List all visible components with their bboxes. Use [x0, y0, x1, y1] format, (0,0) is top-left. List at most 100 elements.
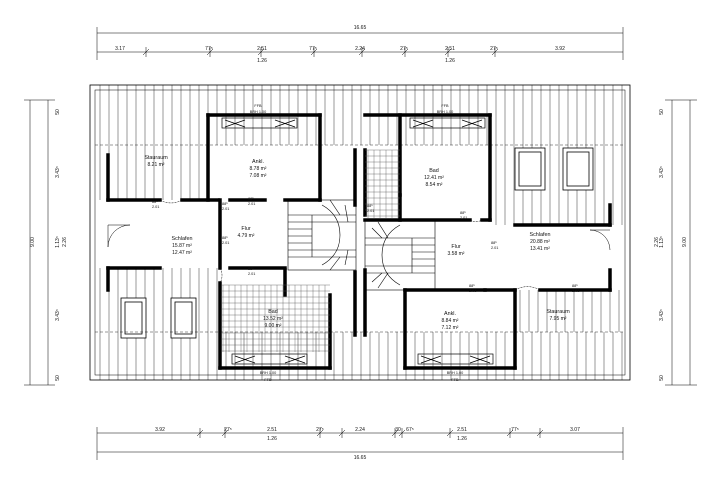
- dim-tick: [358, 48, 366, 56]
- right-segment-dim: 3.43⁵: [659, 166, 665, 178]
- walls: [106, 113, 612, 370]
- top-segment-dim: 2.51: [445, 46, 455, 52]
- bottom-segment-dim: 77⁵: [511, 427, 519, 433]
- bottom-sub-dim-2: 1.26: [457, 436, 467, 442]
- dim-tick: [444, 48, 452, 56]
- left-total-dim: 9.00: [30, 237, 36, 247]
- staircase-right: [364, 219, 436, 291]
- dim-tick: [446, 429, 454, 437]
- room-schlafen-right-name: Schlafen: [530, 232, 551, 238]
- right-segment-dim: 50: [659, 375, 665, 381]
- building-outline: [89, 84, 631, 381]
- bottom-sub-dim-1: 1.26: [267, 436, 277, 442]
- room-flur-left-area: 4.79 m²: [238, 233, 255, 239]
- door-height-tag: 2.01: [248, 272, 255, 276]
- bottom-segment-dim: 3.07: [570, 427, 580, 433]
- bottom-segment-dim: 27⁵: [224, 427, 232, 433]
- dim-tick: [206, 48, 214, 56]
- door-width-tag: 88⁵: [491, 241, 497, 245]
- left-segment-dim: 50: [55, 109, 61, 115]
- dim-tick: [196, 429, 204, 437]
- top-sub-dim-2: 1.26: [445, 58, 455, 64]
- right-segment-dim: 50: [659, 109, 665, 115]
- bottom-segment-dim: 67⁵: [406, 427, 414, 433]
- room-ankl-right-area2: 7.12 m²: [442, 325, 459, 331]
- door-height-tag: 2.01: [572, 289, 579, 293]
- room-schlafen-left-area2: 12.47 m²: [172, 250, 192, 256]
- door-height-tag: 2.01: [491, 246, 498, 250]
- dim-tick: [506, 429, 514, 437]
- dim-tick: [221, 429, 229, 437]
- door-width-tag: 88⁵: [572, 284, 578, 288]
- brh-left-top: BRH 1.00: [250, 110, 266, 114]
- room-bad-right-name: Bad: [429, 168, 439, 174]
- door-height-tag: 2.01: [222, 207, 229, 211]
- door-swings: [107, 199, 611, 291]
- ffb-right-bottom: FFB: [451, 378, 459, 382]
- brh-right-top: BRH 1.00: [437, 110, 453, 114]
- dim-tick: [142, 48, 150, 56]
- dormer-windows: [221, 117, 494, 365]
- room-labels: Stauraum 8.21 m² Ankl. 8.78 m² 7.08 m² S…: [144, 155, 570, 331]
- right-total-dim: 9.00: [682, 237, 688, 247]
- top-segment-dim: 2.24: [355, 46, 365, 52]
- bottom-segment-dim: 2.24: [355, 427, 365, 433]
- bottom-segment-dim: 2.51: [267, 427, 277, 433]
- right-segment-dim: 1.13⁵: [659, 236, 665, 248]
- door-width-tag: 88⁵: [222, 202, 228, 206]
- door-width-tag: 88⁵: [469, 284, 475, 288]
- right-mid-dim: 2.26: [654, 237, 660, 247]
- room-bad-left-name: Bad: [268, 309, 278, 315]
- room-flur-right-name: Flur: [451, 244, 460, 250]
- room-schlafen-left-area1: 15.87 m²: [172, 243, 192, 249]
- ffb-left-top: FFB: [254, 104, 262, 108]
- brh-right-bottom: BRH 1.00: [447, 371, 463, 375]
- room-ankl-left-area1: 8.78 m²: [250, 166, 267, 172]
- top-total-dim: 16.65: [354, 25, 367, 31]
- room-ankl-right-name: Ankl.: [444, 311, 456, 317]
- top-segment-dim: 27⁵: [490, 46, 498, 52]
- door-width-tag: 88⁵: [460, 211, 466, 215]
- left-segment-dim: 1.13⁵: [55, 236, 61, 248]
- top-segment-dim: 3.92: [555, 46, 565, 52]
- roof-windows: [120, 147, 594, 339]
- room-schlafen-left-name: Schlafen: [172, 236, 193, 242]
- room-stauraum-right-area: 7.95 m²: [550, 316, 567, 322]
- door-width-tag: 88⁵: [248, 267, 254, 271]
- dim-tick: [401, 48, 409, 56]
- brh-left-bottom: BRH 1.00: [260, 371, 276, 375]
- bottom-total-dim: 16.65: [354, 455, 367, 461]
- room-bad-left-area1: 13.52 m²: [263, 316, 283, 322]
- room-bad-left-area2: 9.00 m²: [265, 323, 282, 329]
- top-segment-dim: 2.51: [257, 46, 267, 52]
- left-segment-dim: 3.43⁵: [55, 166, 61, 178]
- kneewall-lines: [95, 144, 625, 333]
- staircase-left: [287, 199, 357, 271]
- left-segment-dim: 50: [55, 375, 61, 381]
- dim-tick: [491, 48, 499, 56]
- ffb-right-top: FFB: [441, 104, 449, 108]
- door-height-tag: 2.01: [152, 205, 159, 209]
- bottom-segment-dim: 3.92: [155, 427, 165, 433]
- bottom-segment-dim: 30: [395, 427, 401, 433]
- tiles: [222, 149, 400, 352]
- room-ankl-right-area1: 8.84 m²: [442, 318, 459, 324]
- left-segment-dim: 3.43⁵: [55, 309, 61, 321]
- bottom-segment-dim: 27⁵: [316, 427, 324, 433]
- window-labels: FFB BRH 1.00 FFB BRH 1.00 BRH 1.00 FFB B…: [250, 104, 463, 382]
- dimension-labels: 16.65 3.17 77⁵ 2.51 77⁵ 2.24 27⁵ 2.51 27⁵ 3.92 1…: [30, 25, 688, 461]
- room-schlafen-right-area1: 20.88 m²: [530, 239, 550, 245]
- door-width-tag: 88⁵: [367, 204, 373, 208]
- dim-tick: [316, 429, 324, 437]
- room-ankl-left-name: Ankl.: [252, 159, 264, 165]
- top-segment-dim: 77⁵: [309, 46, 317, 52]
- right-segment-dim: 3.43⁵: [659, 309, 665, 321]
- top-segment-dim: 3.17: [115, 46, 125, 52]
- door-tags: 88⁵2.0188⁵2.0188⁵2.0188⁵2.0188⁵2.0188⁵2.…: [152, 197, 579, 293]
- top-sub-dim-1: 1.26: [257, 58, 267, 64]
- room-flur-right-area: 3.58 m²: [448, 251, 465, 257]
- room-schlafen-right-area2: 13.41 m²: [530, 246, 550, 252]
- dim-tick: [391, 429, 399, 437]
- ffb-left-bottom: FFB: [264, 378, 272, 382]
